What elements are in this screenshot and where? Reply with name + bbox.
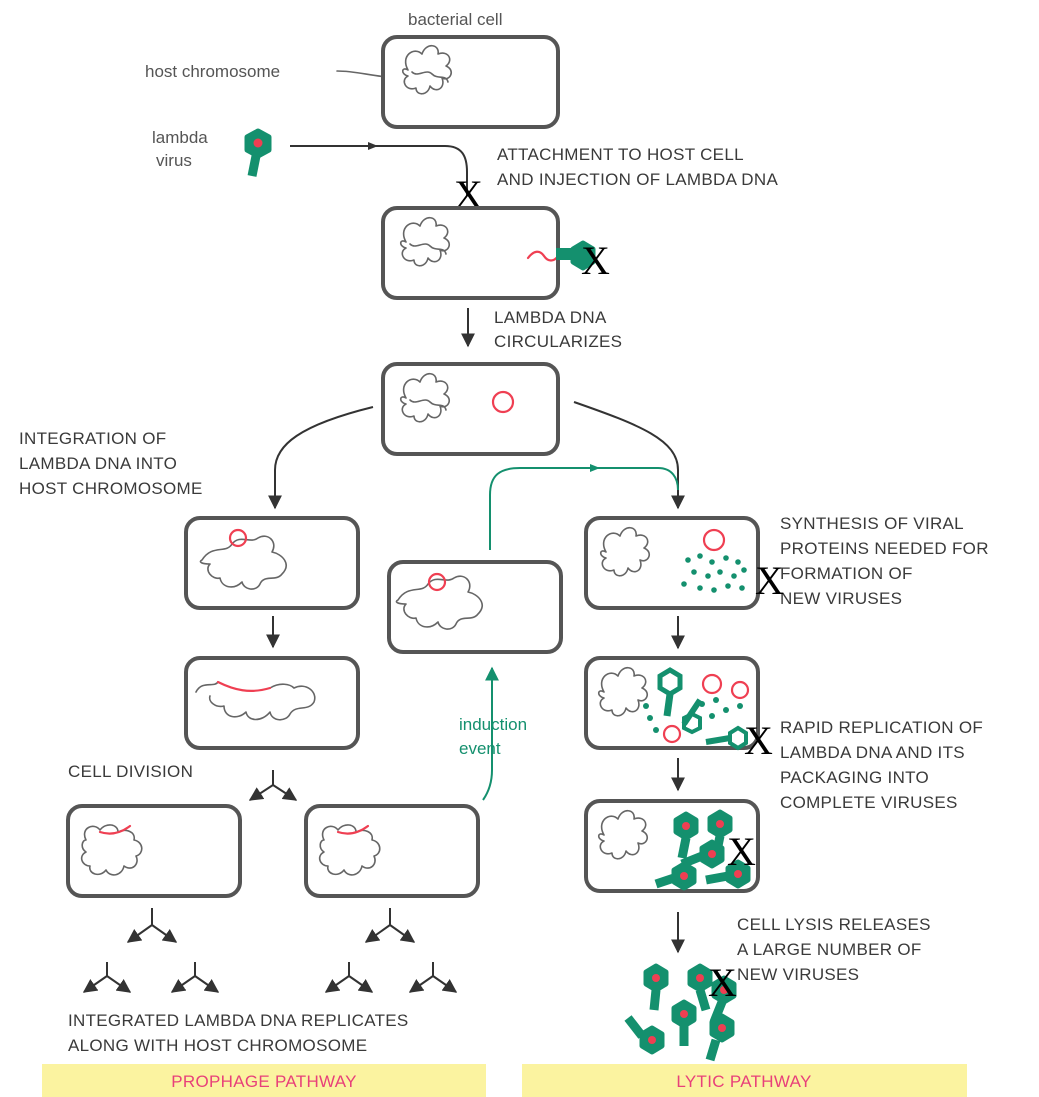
induced-cell — [387, 560, 563, 654]
bacterial-cell-label: bacterial cell — [408, 10, 503, 29]
step-circularizes-line-2: CIRCULARIZES — [494, 332, 622, 351]
step-synthesis-line-3: FORMATION OF — [780, 564, 913, 583]
step-lysis-line-1: CELL LYSIS RELEASES — [737, 915, 931, 934]
x-mark-2: X — [581, 238, 610, 283]
attachment-arrow — [290, 145, 468, 196]
lytic-cell-replication — [584, 656, 760, 751]
step-prophage-replicates-line-2: ALONG WITH HOST CHROMOSOME — [68, 1036, 367, 1055]
division-fork — [248, 770, 298, 801]
injected-cell — [381, 206, 596, 300]
induction-label-1: induction — [459, 715, 527, 734]
lambda-virus-label-2: virus — [156, 151, 192, 170]
step-integration-line-2: LAMBDA DNA INTO — [19, 454, 177, 473]
step-attachment-line-1: ATTACHMENT TO HOST CELL — [497, 145, 744, 164]
lytic-pathway-band — [522, 1064, 967, 1097]
lytic-cell-synthesis — [584, 516, 760, 610]
x-mark-3: X — [755, 558, 784, 603]
induction-to-lytic-arrow — [489, 467, 679, 550]
step-synthesis-line-1: SYNTHESIS OF VIRAL — [780, 514, 964, 533]
step-replication-line-1: RAPID REPLICATION OF — [780, 718, 983, 737]
released-viruses — [624, 963, 737, 1062]
step-circularizes-line-1: LAMBDA DNA — [494, 308, 607, 327]
bacterial-cell — [381, 35, 560, 129]
step-integration-line-3: HOST CHROMOSOME — [19, 479, 203, 498]
step-replication-line-4: COMPLETE VIRUSES — [780, 793, 958, 812]
lambda-virus-label-1: lambda — [152, 128, 208, 147]
prophage-pathway-label: PROPHAGE PATHWAY — [171, 1072, 357, 1091]
host-chromosome-label: host chromosome — [145, 62, 280, 81]
lytic-cell-packaged — [584, 799, 760, 893]
replication-tree-right — [324, 908, 458, 993]
induction-arrow — [482, 666, 499, 801]
lytic-pathway-label: LYTIC PATHWAY — [676, 1072, 811, 1091]
x-mark-4: X — [744, 718, 773, 763]
lytic-branch-arrow — [573, 401, 685, 510]
step-replication-line-2: LAMBDA DNA AND ITS — [780, 743, 965, 762]
prophage-cell-integrated — [184, 516, 360, 610]
daughter-cell-right — [304, 804, 480, 898]
step-synthesis-line-2: PROTEINS NEEDED FOR — [780, 539, 989, 558]
step-synthesis-line-4: NEW VIRUSES — [780, 589, 902, 608]
circular-dna-cell — [381, 362, 560, 456]
step-lysis-line-3: NEW VIRUSES — [737, 965, 859, 984]
prophage-cell-linear — [184, 656, 360, 750]
step-lysis-line-2: A LARGE NUMBER OF — [737, 940, 922, 959]
x-mark-6: X — [708, 960, 737, 1005]
free-lambda-virus-icon — [244, 128, 272, 177]
induction-label-2: event — [459, 739, 501, 758]
step-attachment-line-2: AND INJECTION OF LAMBDA DNA — [497, 170, 778, 189]
cell-division-label: CELL DIVISION — [68, 762, 193, 781]
step-replication-line-3: PACKAGING INTO — [780, 768, 929, 787]
step-integration-line-1: INTEGRATION OF — [19, 429, 166, 448]
daughter-cell-left — [66, 804, 242, 898]
x-mark-5: X — [727, 829, 756, 874]
replication-tree-left — [82, 908, 220, 993]
prophage-pathway-band — [42, 1064, 486, 1097]
step-prophage-replicates-line-1: INTEGRATED LAMBDA DNA REPLICATES — [68, 1011, 409, 1030]
prophage-branch-arrow — [268, 406, 374, 510]
